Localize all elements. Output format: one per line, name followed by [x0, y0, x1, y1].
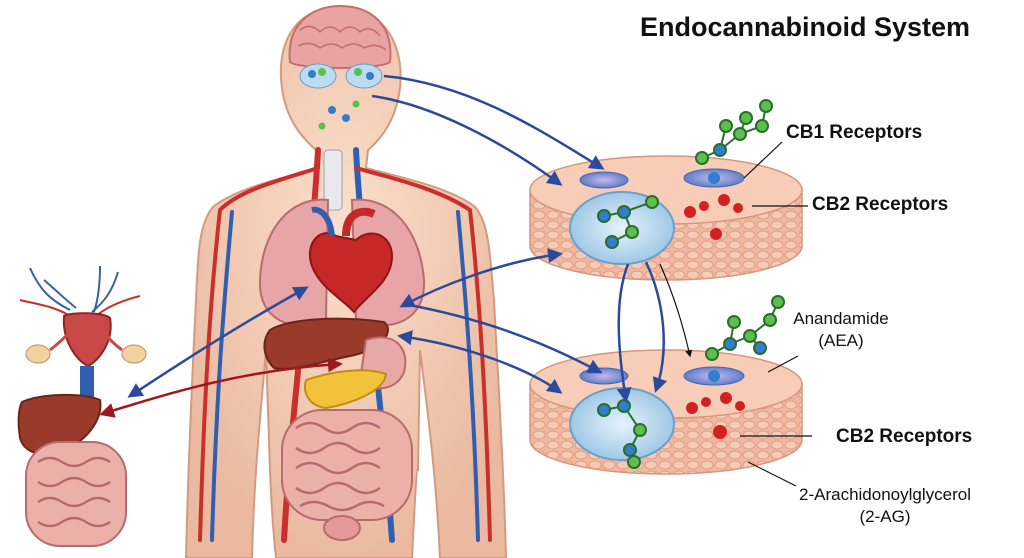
- inset-intestines: [25, 441, 127, 547]
- uterus: [62, 312, 112, 368]
- reproductive-digestive-inset: [17, 265, 147, 547]
- twoag-molecule-top: [684, 194, 743, 240]
- label-2ag-name: 2-Arachidonoylglycerol: [799, 485, 971, 504]
- label-cb2-receptors-bottom: CB2 Receptors: [836, 426, 973, 447]
- arrow-top-bottom-right: [644, 261, 668, 393]
- intestines: [281, 409, 413, 541]
- cb1-molecule: [695, 99, 773, 165]
- aea-molecule-label-target: [705, 295, 785, 361]
- label-cb2-receptors-top: CB2 Receptors: [812, 194, 949, 215]
- arrow-liver-inset: [99, 357, 343, 418]
- label-anandamide: Anandamide (AEA): [786, 308, 896, 352]
- aea-molecule-top: [597, 195, 659, 249]
- arrow-thin-black: [659, 263, 693, 358]
- label-anandamide-abbr: (AEA): [818, 331, 864, 350]
- label-2ag: 2-Arachidonoylglycerol (2-AG): [780, 484, 990, 528]
- heart: [308, 232, 394, 314]
- tissue-cylinder-bottom: [529, 295, 803, 475]
- head-receptors: [299, 63, 383, 130]
- label-anandamide-name: Anandamide: [793, 309, 889, 328]
- arrow-top-bottom-left: [616, 263, 632, 403]
- diagram-title: Endocannabinoid System: [640, 12, 971, 42]
- twoag-molecule-bottom: [686, 392, 745, 439]
- brain: [288, 4, 392, 69]
- tissue-cylinder-top: [529, 99, 803, 281]
- flow-arrows: [99, 74, 693, 418]
- arrow-top-heart: [399, 248, 563, 308]
- leader-lines: [740, 141, 812, 487]
- arrow-face-to-top: [371, 94, 563, 186]
- label-2ag-abbr: (2-AG): [859, 507, 911, 526]
- label-cb1-receptors: CB1 Receptors: [786, 122, 923, 143]
- aea-molecule-bottom: [597, 399, 647, 469]
- arrow-brain-to-top: [383, 74, 605, 170]
- arrow-stomach-bottom: [397, 330, 563, 394]
